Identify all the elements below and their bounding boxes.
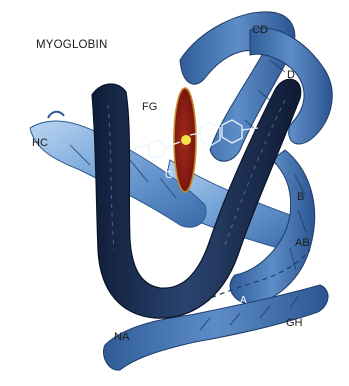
label-fg: FG: [142, 101, 157, 113]
label-d: D: [287, 69, 295, 81]
label-g: G: [165, 170, 173, 181]
label-ab: AB: [295, 237, 310, 249]
label-hc: HC: [32, 137, 48, 149]
label-na: NA: [114, 331, 130, 343]
label-b: B: [297, 191, 304, 203]
heme-group: [174, 88, 196, 192]
label-cd: CD: [252, 24, 268, 36]
histidine-proximal: [135, 140, 180, 157]
diagram-title: MYOGLOBIN: [36, 39, 107, 51]
label-a: A: [240, 295, 247, 306]
iron-atom: [181, 135, 191, 145]
label-gh: GH: [286, 317, 303, 329]
